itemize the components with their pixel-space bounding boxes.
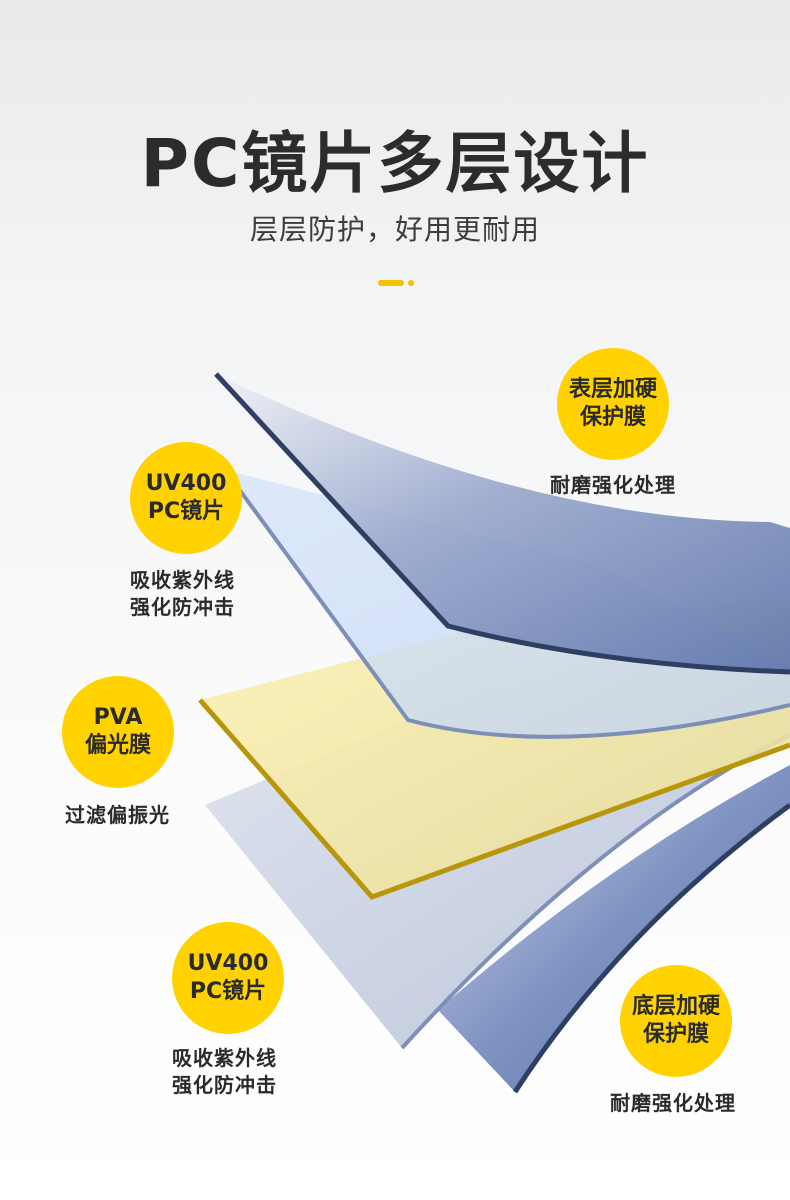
bottom-coat-edge [512,802,790,1094]
upper-uv-desc-line1: 吸收紫外线 [130,568,235,592]
top-coat-edge [214,372,790,675]
accent-bar [378,280,404,286]
accent-dot [408,280,414,286]
lower-uv-desc: 吸收紫外线 强化防冲击 [172,1045,277,1099]
pva-desc: 过滤偏振光 [65,802,170,829]
bottom-coat-badge-line2: 保护膜 [642,1022,709,1047]
top-coat-layer [216,374,790,672]
bottom-coat-desc: 耐磨强化处理 [610,1090,736,1117]
lower-uv-desc-line2: 强化防冲击 [172,1073,277,1097]
upper-pc-lens-edge [223,468,790,739]
lower-uv-badge-line1: UV400 [187,950,269,976]
upper-uv-desc: 吸收紫外线 强化防冲击 [130,567,235,621]
bottom-coat-badge-line1: 底层加硬 [631,993,720,1019]
upper-uv-badge-line1: UV400 [145,470,227,496]
title-accent [378,280,414,286]
page-title: PC镜片多层设计 [140,125,650,202]
page-subtitle: 层层防护，好用更耐用 [249,213,540,246]
lower-uv-badge-line2: PC镜片 [189,979,267,1004]
pva-desc-line1: 过滤偏振光 [65,803,170,827]
lower-uv-desc-line1: 吸收紫外线 [172,1046,277,1070]
pva-badge: PVA 偏光膜 [62,676,174,788]
top-coat-badge-line1: 表层加硬 [568,376,657,402]
top-coat-desc: 耐磨强化处理 [550,472,676,499]
upper-uv-badge: UV400 PC镜片 [130,442,242,554]
bottom-coat-badge: 底层加硬 保护膜 [620,965,732,1077]
pva-badge-line2: 偏光膜 [84,733,151,758]
pva-badge-line1: PVA [93,704,143,730]
bottom-coat-layer [438,765,790,1092]
upper-uv-badge-line2: PC镜片 [147,499,225,524]
bottom-coat-desc-line1: 耐磨强化处理 [610,1091,736,1115]
top-coat-badge: 表层加硬 保护膜 [557,348,669,460]
top-coat-desc-line1: 耐磨强化处理 [550,473,676,497]
top-coat-badge-line2: 保护膜 [579,405,646,430]
pva-film-edge [198,698,790,900]
upper-uv-desc-line2: 强化防冲击 [130,595,235,619]
lower-uv-badge: UV400 PC镜片 [172,922,284,1034]
